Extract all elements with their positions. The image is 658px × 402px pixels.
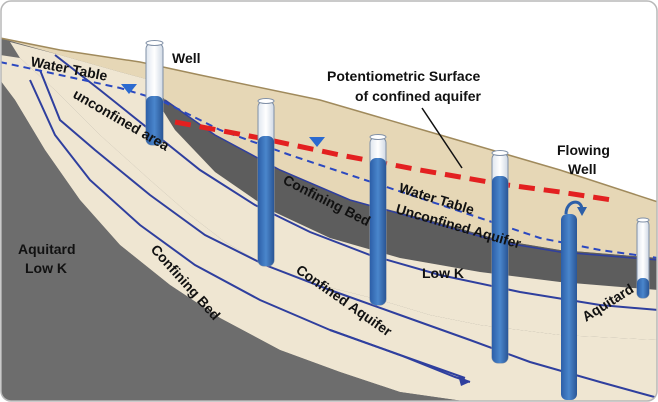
well-1	[145, 40, 164, 146]
aquifer-boundary-confining	[164, 99, 657, 261]
aquifer-boundary-upper	[54, 54, 657, 311]
well-3	[369, 134, 387, 306]
potentiometric-leader	[421, 107, 463, 169]
flow-arrowhead	[458, 375, 470, 386]
label-flowing-line-1: Flowing	[557, 142, 610, 158]
label-potentiometric-line-2: of confined aquifer	[355, 88, 482, 104]
aquitard-left-layer	[1, 80, 470, 401]
water-table-marker-left	[121, 84, 137, 94]
land-surface	[1, 37, 657, 203]
label-well: Well	[172, 50, 201, 66]
flowing-well	[561, 200, 587, 400]
flowing-water-arrowhead	[577, 207, 587, 216]
confined-aquifer-layer	[10, 42, 657, 340]
label-potentiometric-line-1: Potentiometric Surface	[327, 68, 480, 84]
well-4	[491, 150, 509, 364]
label-aquitard-left-line-1: Aquitard	[18, 241, 76, 257]
well-2	[257, 98, 275, 267]
water-table-line	[1, 61, 657, 259]
aquifer-boundary-mid	[39, 69, 657, 399]
well-5	[636, 217, 650, 299]
confining-bed-lower-layer	[1, 55, 657, 401]
label-aquitard-left-line-2: Low K	[25, 260, 67, 276]
water-table-marker-right	[309, 137, 325, 147]
confining-bed-upper-layer	[150, 80, 657, 290]
label-low-k: Low K	[422, 265, 464, 281]
label-flowing-line-2: Well	[568, 161, 597, 177]
